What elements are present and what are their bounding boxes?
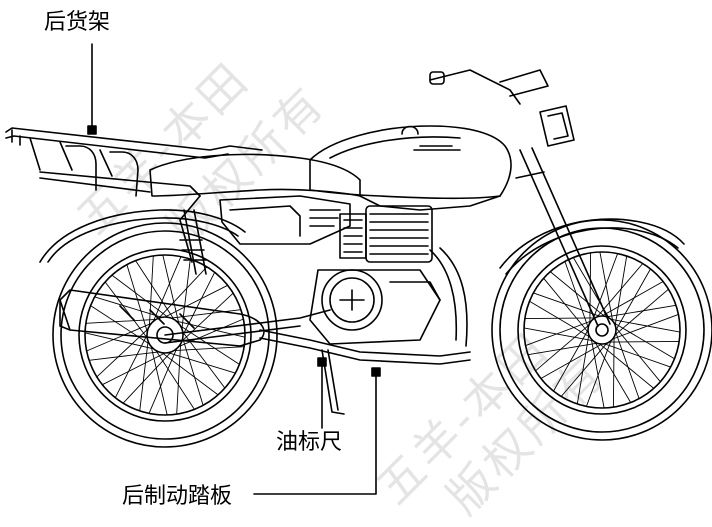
- spoke: [612, 313, 679, 340]
- spoke: [126, 264, 148, 333]
- rear-wheel: [52, 222, 278, 448]
- spoke: [523, 327, 594, 342]
- spoke: [613, 322, 675, 360]
- spoke: [90, 305, 150, 345]
- spoke: [553, 329, 589, 392]
- spoke: [615, 268, 651, 331]
- spoke: [135, 260, 175, 320]
- spoke: [148, 348, 178, 414]
- spoke: [599, 251, 614, 322]
- spoke: [181, 292, 234, 342]
- spoke: [158, 266, 208, 319]
- spoke: [164, 284, 229, 318]
- marker-rear-rack: [87, 125, 97, 135]
- spoke: [589, 252, 592, 324]
- spoke: [614, 288, 669, 336]
- spoke: [615, 331, 640, 400]
- spoke: [543, 277, 589, 333]
- engine: [309, 205, 441, 345]
- spoke: [114, 334, 148, 399]
- swingarm: [164, 309, 331, 336]
- spoke: [525, 320, 592, 347]
- leader-rear-brake: [253, 373, 377, 495]
- rear-shock: [183, 209, 197, 275]
- exhaust: [59, 247, 471, 365]
- spoke: [84, 332, 154, 350]
- spoke: [606, 304, 677, 318]
- side-cover: [219, 195, 351, 245]
- label-rear-brake-pedal: 后制动踏板: [122, 484, 233, 509]
- spoke: [603, 343, 672, 368]
- spoke: [111, 274, 169, 318]
- spoke: [182, 337, 204, 406]
- spoke: [560, 342, 608, 397]
- spoke: [86, 322, 152, 352]
- spoke: [610, 318, 681, 333]
- side-stand: [321, 349, 345, 415]
- spoke: [599, 343, 655, 389]
- marker-oil-dipstick: [317, 357, 327, 367]
- label-oil-dipstick: 油标尺: [276, 430, 343, 455]
- rear-rack: [5, 127, 263, 197]
- spoke: [615, 327, 661, 383]
- spoke: [592, 253, 619, 320]
- spoke: [170, 309, 242, 319]
- spoke: [155, 350, 195, 410]
- spoke: [85, 318, 157, 324]
- spoke: [173, 346, 245, 352]
- spoke: [594, 341, 632, 403]
- spoke: [612, 336, 615, 408]
- spoke: [590, 338, 605, 409]
- spoke: [576, 334, 590, 405]
- spoke: [161, 352, 219, 396]
- spoke: [176, 343, 182, 415]
- spoke: [585, 340, 612, 407]
- spoke: [535, 324, 590, 372]
- spoke: [94, 296, 163, 318]
- spoke: [181, 258, 191, 330]
- spoke: [150, 346, 168, 416]
- spoke: [122, 351, 172, 404]
- spoke: [532, 292, 601, 317]
- spoke: [549, 271, 605, 317]
- spoke: [162, 254, 180, 324]
- front-fork: [519, 149, 599, 327]
- front-fender: [499, 218, 685, 269]
- headlight: [539, 105, 575, 147]
- handlebar: [429, 69, 521, 105]
- marker-rear-brake: [371, 367, 381, 377]
- spoke: [529, 300, 591, 338]
- spoke: [88, 351, 160, 361]
- rear-fender: [39, 209, 246, 263]
- spoke: [524, 317, 596, 320]
- spoke: [139, 340, 149, 412]
- label-rear-rack: 后货架: [44, 10, 111, 35]
- spoke: [601, 281, 664, 317]
- spoke: [564, 260, 589, 329]
- spoke: [540, 343, 603, 379]
- spoke: [527, 342, 598, 356]
- spoke: [614, 255, 628, 326]
- spoke: [182, 271, 216, 336]
- spoke: [596, 263, 644, 318]
- spoke: [608, 340, 680, 343]
- leader-lines: [87, 43, 381, 495]
- spoke: [101, 352, 166, 386]
- fuel-tank: [309, 125, 512, 200]
- spoke: [152, 256, 182, 322]
- motorcycle-diagram: [5, 43, 712, 495]
- spoke: [167, 352, 236, 374]
- spoke: [148, 255, 154, 327]
- spoke: [104, 281, 148, 339]
